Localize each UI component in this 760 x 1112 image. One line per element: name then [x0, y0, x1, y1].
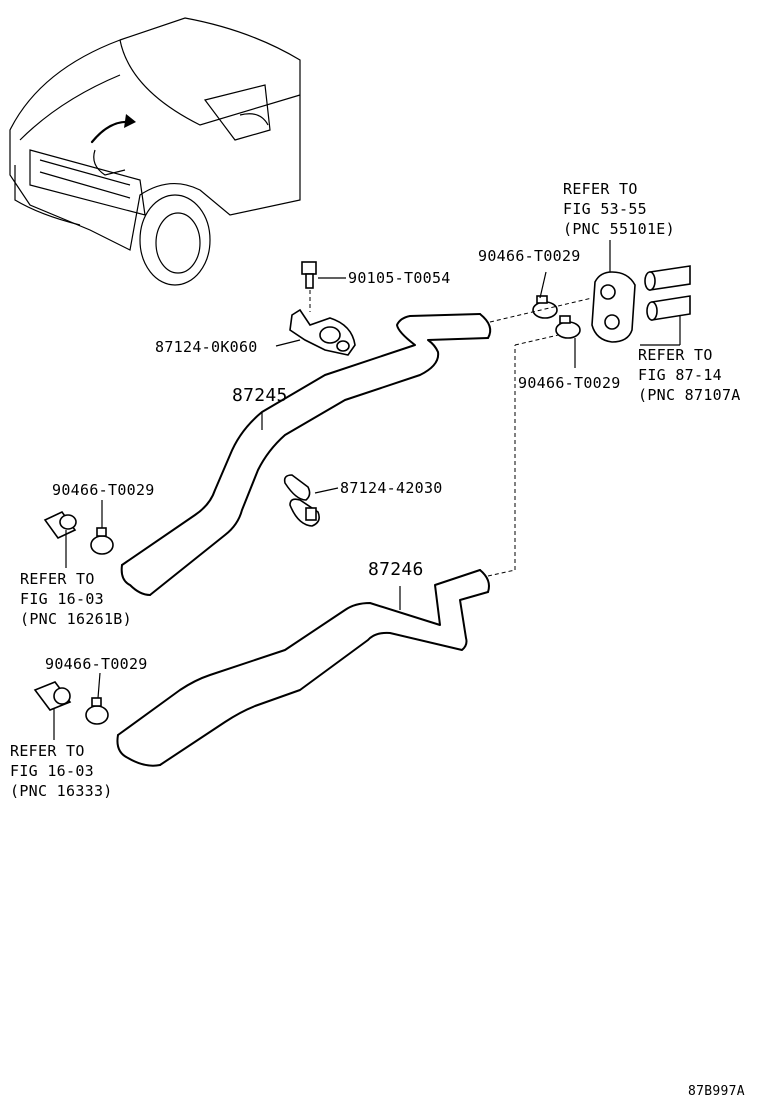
hose-clamp-icon	[85, 697, 109, 725]
reference-fig-16-03-upper: REFER TO FIG 16-03 (PNC 16261B)	[20, 569, 132, 629]
reference-line: REFER TO	[638, 346, 713, 364]
label-clip-87124-42030: 87124-42030	[340, 479, 443, 497]
reference-line: FIG 16-03	[20, 590, 104, 608]
location-arrow-icon	[90, 114, 136, 144]
reference-line: FIG 16-03	[10, 762, 94, 780]
reference-line: FIG 87-14	[638, 366, 722, 384]
figure-code: 87B997A	[688, 1084, 745, 1099]
hose-clamp-icon	[90, 527, 114, 555]
hose-clamp-icon	[555, 315, 581, 339]
reference-line: (PNC 87107A	[638, 386, 741, 404]
label-bracket-87124-0K060: 87124-0K060	[155, 338, 258, 356]
engine-pipe-icon	[33, 681, 72, 711]
hose-clamp-icon	[532, 295, 558, 319]
label-hose-87246: 87246	[368, 559, 424, 580]
heater-pipe-icon	[644, 265, 691, 321]
reference-fig-16-03-lower: REFER TO FIG 16-03 (PNC 16333)	[10, 741, 113, 801]
heater-hose-lower	[116, 569, 490, 767]
label-bolt-90105-T0054: 90105-T0054	[348, 269, 451, 287]
reference-fig-53-55: REFER TO FIG 53-55 (PNC 55101E)	[563, 179, 675, 239]
label-clamp-left-upper: 90466-T0029	[52, 481, 155, 499]
reference-line: REFER TO	[20, 570, 95, 588]
reference-line: (PNC 16333)	[10, 782, 113, 800]
reference-line: FIG 53-55	[563, 200, 647, 218]
hose-bracket-icon	[289, 308, 356, 356]
reference-line: (PNC 55101E)	[563, 220, 675, 238]
label-clamp-top-upper: 90466-T0029	[478, 247, 581, 265]
vehicle-illustration	[9, 17, 301, 286]
heater-hose-upper	[120, 313, 492, 596]
engine-pipe-icon	[43, 510, 77, 540]
reference-fig-87-14: REFER TO FIG 87-14 (PNC 87107A	[638, 345, 741, 405]
label-clamp-left-lower: 90466-T0029	[45, 655, 148, 673]
bolt-icon	[301, 261, 317, 289]
reference-line: REFER TO	[10, 742, 85, 760]
heater-port-plate	[591, 271, 636, 343]
hose-clip-icon	[283, 474, 320, 527]
label-clamp-top-lower: 90466-T0029	[518, 374, 621, 392]
reference-line: (PNC 16261B)	[20, 610, 132, 628]
label-hose-87245: 87245	[232, 385, 288, 406]
reference-line: REFER TO	[563, 180, 638, 198]
